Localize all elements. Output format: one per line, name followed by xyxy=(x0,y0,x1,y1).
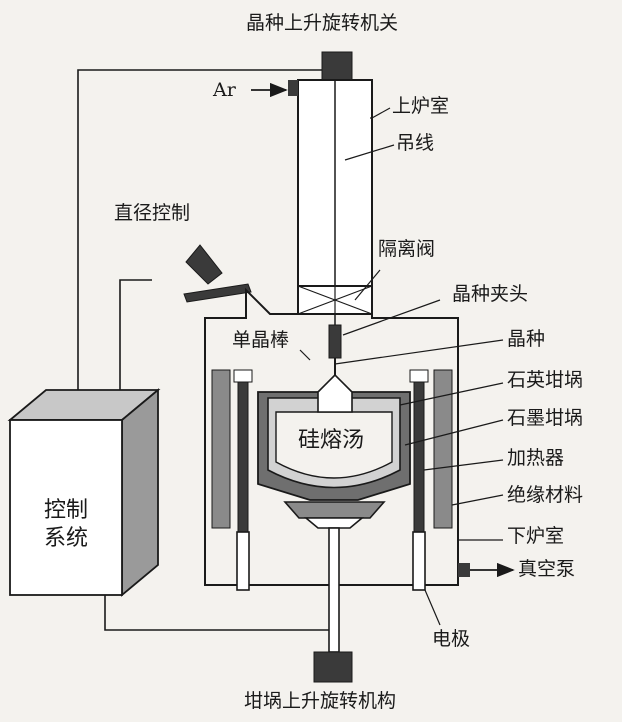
isolation-valve xyxy=(297,285,373,315)
crucible-pedestal xyxy=(283,501,386,529)
label-seed-chuck: 晶种夹头 xyxy=(452,283,529,305)
seed-chuck xyxy=(328,324,342,359)
label-heater: 加热器 xyxy=(507,447,565,469)
control-wires xyxy=(77,69,330,631)
label-ar: Ar xyxy=(213,79,236,101)
label-isolation-valve: 隔离阀 xyxy=(378,238,436,260)
bottom-rotation-mechanism xyxy=(313,651,353,683)
silicon-melt xyxy=(275,411,393,479)
top-rotation-mechanism xyxy=(321,51,353,81)
diameter-sensor xyxy=(183,244,252,303)
leader-lines xyxy=(299,107,504,626)
label-single-crystal-rod: 单晶棒 xyxy=(232,329,290,351)
control-system-box xyxy=(7,388,161,597)
label-top-mechanism: 晶种上升旋转机关 xyxy=(246,12,399,34)
single-crystal-rod xyxy=(317,373,353,413)
insulation-right xyxy=(433,369,453,529)
label-graphite-crucible: 石墨坩埚 xyxy=(507,407,584,429)
label-control-system-line1: 控制 xyxy=(44,498,89,523)
label-electrode: 电极 xyxy=(432,628,471,650)
label-bottom-mechanism: 坩埚上升旋转机构 xyxy=(244,690,397,712)
label-upper-chamber: 上炉室 xyxy=(392,95,450,117)
label-vacuum-pump: 真空泵 xyxy=(518,558,576,580)
label-lower-chamber: 下炉室 xyxy=(507,525,565,547)
ar-inlet-port xyxy=(288,80,298,96)
crucible-shaft xyxy=(328,527,340,653)
label-silicon-melt: 硅熔汤 xyxy=(298,428,365,453)
electrodes xyxy=(236,531,426,591)
label-quartz-crucible: 石英坩埚 xyxy=(507,369,584,391)
insulation-left xyxy=(211,369,231,529)
vacuum-port xyxy=(458,563,470,577)
label-seed: 晶种 xyxy=(507,328,546,350)
lower-chamber xyxy=(204,287,459,586)
label-control-system-line2: 系统 xyxy=(44,526,89,551)
label-wire: 吊线 xyxy=(396,132,435,154)
label-insulation: 绝缘材料 xyxy=(507,484,584,506)
label-diameter-control: 直径控制 xyxy=(114,202,191,224)
